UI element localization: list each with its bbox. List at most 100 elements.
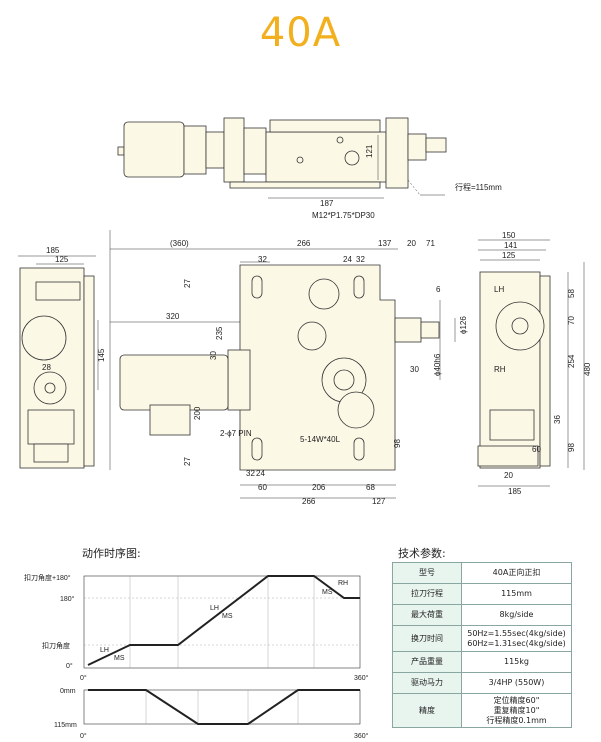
front-shaft-tip	[420, 321, 440, 339]
front-left-flange	[297, 321, 327, 351]
y-115mm: 115mm	[54, 722, 77, 729]
dim-right-98: 98	[393, 439, 402, 448]
page-title: 40A	[259, 10, 342, 56]
dim-right-v58: 58	[567, 289, 576, 298]
dim-bot-68: 68	[366, 483, 375, 492]
dim-bot-127: 127	[372, 497, 386, 506]
dim-right-h20: 20	[504, 471, 513, 480]
y-0mm: 0mm	[60, 688, 76, 695]
spec-key: 产品重量	[392, 651, 462, 673]
right-disc-center	[511, 317, 529, 335]
stroke-label: 行程=115mm	[455, 182, 502, 192]
top-adapter	[205, 131, 225, 169]
spec-value: 3/4HP (550W)	[461, 672, 572, 694]
front-slot-bottom-left	[251, 437, 263, 461]
front-motor-flange	[227, 349, 251, 411]
left-view	[19, 267, 95, 469]
timing-upper-frame	[83, 575, 361, 669]
mark-rh: RH	[338, 580, 348, 587]
top-shaft-end	[425, 137, 447, 153]
y-0: 0°	[66, 662, 73, 670]
dim-top-32a: 32	[258, 255, 267, 264]
dim-left-235: 235	[215, 326, 224, 340]
dim-right-v98: 98	[567, 443, 576, 452]
dim-right-w125: 125	[502, 251, 516, 260]
dim-left-30: 30	[209, 351, 218, 360]
dim-left-200: 200	[193, 406, 202, 420]
right-view	[477, 271, 551, 469]
top-coupler	[223, 117, 245, 183]
spec-value: 50Hz=1.55sec(4kg/side) 60Hz=1.31sec(4kg/…	[461, 625, 572, 652]
front-slot-top-right	[353, 275, 365, 299]
dim-right-w141: 141	[504, 241, 518, 250]
dim-right-30: 30	[410, 365, 419, 374]
front-center-bore	[333, 369, 355, 391]
front-motor-body	[119, 354, 229, 411]
dim-h145: 145	[97, 348, 106, 362]
dim-right-h60: 60	[532, 445, 541, 454]
timing-chart	[83, 575, 361, 725]
mark-lh1: LH	[100, 647, 109, 654]
left-hub-center	[44, 382, 56, 394]
dim-w185: 185	[46, 246, 60, 255]
timing-angle-curve	[87, 575, 360, 666]
mark-lh2: LH	[210, 605, 219, 612]
dim-top-32b: 32	[356, 255, 365, 264]
dim-left-320: 320	[166, 312, 180, 321]
spec-value: 定位精度60" 重复精度10" 行程精度0.1mm	[461, 693, 572, 728]
dim-right-v480: 480	[583, 362, 592, 376]
dim-right-v36: 36	[553, 415, 562, 424]
y-angle-top: 扣刀角度+180°	[24, 573, 71, 582]
dim-bot-60: 60	[258, 483, 267, 492]
dim-left-27a: 27	[183, 279, 192, 288]
spec-value: 8kg/side	[461, 604, 572, 626]
x-0: 0°	[80, 674, 87, 682]
callout-thread: M12*P1.75*DP30	[312, 211, 375, 220]
front-view	[119, 264, 440, 471]
dim-top-24: 24	[343, 255, 352, 264]
dim-right-h185: 185	[508, 487, 522, 496]
note-tap: 5-14W*40L	[300, 435, 341, 444]
top-hole-3	[336, 136, 344, 144]
top-neck	[243, 127, 267, 175]
dim-right-v70: 70	[567, 316, 576, 325]
front-slot-bottom-right	[353, 437, 365, 461]
left-top-cap	[35, 281, 81, 301]
dim-top-266: 266	[297, 239, 311, 248]
dim-bot-24: 24	[256, 469, 265, 478]
right-plate	[539, 275, 551, 467]
timing-title: 动作时序图:	[82, 547, 141, 560]
top-arm-block	[385, 117, 409, 189]
dim-w187: 187	[320, 199, 334, 208]
timing-stroke-curve	[88, 689, 360, 725]
dimension-lines	[18, 135, 585, 499]
top-spindle	[407, 133, 427, 161]
dim-top-71: 71	[426, 239, 435, 248]
spec-value: 40A正向正扣	[461, 562, 572, 584]
top-motor-flange	[183, 125, 207, 175]
x-0b: 0°	[80, 732, 87, 740]
label-lh: LH	[494, 285, 504, 294]
front-shaft	[394, 317, 422, 343]
y-180: 180°	[60, 595, 75, 603]
right-foot	[477, 445, 539, 467]
left-motor-circle	[21, 315, 67, 361]
top-base	[229, 181, 381, 189]
top-housing-cap	[269, 119, 381, 133]
dim-bot-32: 32	[246, 469, 255, 478]
dim-left-27b: 27	[183, 457, 192, 466]
mark-ms2: MS	[222, 613, 233, 620]
y-angle: 扣刀角度	[42, 641, 70, 650]
left-foot	[33, 443, 69, 463]
right-lower-block	[489, 409, 535, 441]
spec-row: 精度定位精度60" 重复精度10" 行程精度0.1mm	[392, 693, 572, 728]
dim-top-137: 137	[378, 239, 392, 248]
dim-right-40h6: ϕ40h6	[433, 353, 442, 376]
dim-h121: 121	[365, 144, 374, 158]
